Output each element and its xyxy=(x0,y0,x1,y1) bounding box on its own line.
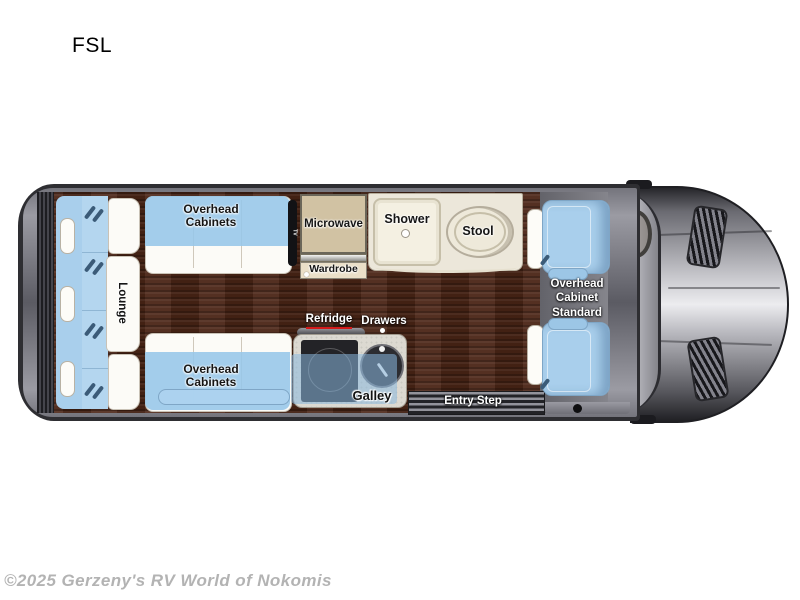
wheel-icon xyxy=(573,404,582,413)
shower-label: Shower xyxy=(384,212,430,226)
faucet-icon xyxy=(379,346,385,352)
entry-step xyxy=(408,391,545,415)
seat-cushion xyxy=(547,206,591,268)
wardrobe xyxy=(300,262,367,279)
tv-label: TV xyxy=(291,229,298,236)
watermark: ©2025 Gerzeny's RV World of Nokomis xyxy=(4,571,332,590)
hood-seam-line xyxy=(668,287,780,289)
wardrobe-knob-icon xyxy=(304,272,309,277)
headrest xyxy=(60,218,75,254)
lounge-label: Lounge xyxy=(116,282,128,324)
drawers-label: Drawers xyxy=(361,315,407,327)
seat-base xyxy=(548,318,588,330)
overhead-cabinet-top xyxy=(145,196,290,246)
refrigerator xyxy=(297,328,365,337)
refridge-label: Refridge xyxy=(299,312,359,330)
stool-label: Stool xyxy=(462,224,494,238)
shower-drain-icon xyxy=(401,229,410,238)
overhead-cabinets-top-label: Overhead Cabinets xyxy=(183,202,239,230)
overhead-cabinets-bottom-label: Overhead Cabinets xyxy=(183,362,239,390)
wardrobe-label: Wardrobe xyxy=(309,263,358,275)
side-mirror-icon xyxy=(630,415,656,424)
entry-step-label: Entry Step xyxy=(444,395,502,407)
rocker-panel xyxy=(545,402,630,414)
page-title: FSL xyxy=(72,34,113,57)
sofa-armrest xyxy=(158,389,290,405)
cushion-divider xyxy=(82,252,108,253)
overhead-cabinet-standard-label: Overhead Cabinet Standard xyxy=(550,278,604,319)
counter-trim xyxy=(300,254,367,262)
cushion-divider xyxy=(82,310,108,311)
seat-cushion xyxy=(547,330,591,392)
lounge-seatback xyxy=(106,256,140,352)
overhead-cabinet-galley xyxy=(291,354,397,404)
drawer-knob-icon xyxy=(380,328,385,333)
cushion-divider xyxy=(82,368,108,369)
lounge-seatback xyxy=(108,354,140,410)
headrest xyxy=(60,286,75,322)
tv-icon xyxy=(288,200,297,266)
headrest xyxy=(60,361,75,397)
toilet-seat xyxy=(454,212,506,252)
galley-label: Galley xyxy=(352,388,392,403)
rear-doors xyxy=(37,192,54,413)
refridge-label-text: Refridge xyxy=(305,312,353,330)
microwave xyxy=(300,194,367,254)
shower-door-track xyxy=(375,262,517,273)
rear-bench-seat xyxy=(82,196,108,409)
microwave-label: Microwave xyxy=(304,218,363,230)
seat-base xyxy=(548,268,588,280)
lounge-seatback xyxy=(108,198,140,254)
